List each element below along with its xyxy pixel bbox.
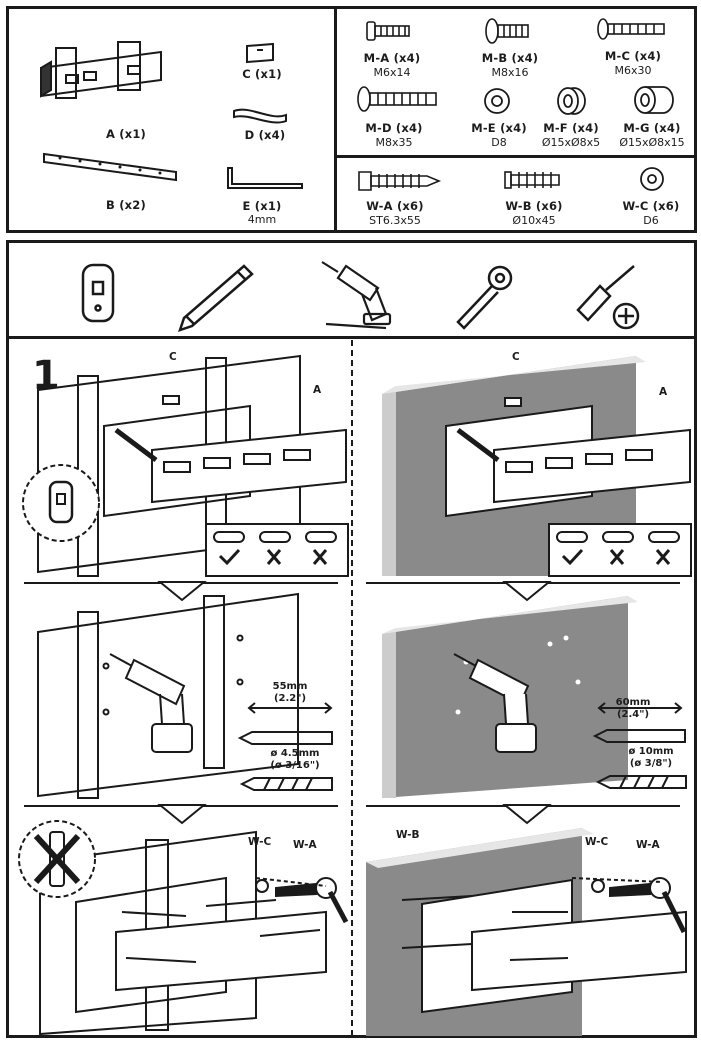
washer-m-e-icon: [484, 88, 510, 114]
part-e-label: E (x1): [242, 199, 282, 213]
label-a: A: [659, 386, 668, 398]
label-c: C: [512, 351, 520, 363]
screw-w-a-icon: [358, 171, 442, 191]
concrete-wall-mount-illustration: [382, 356, 691, 576]
tools-divider: [8, 336, 695, 339]
screw-m-d-label: M-D (x4): [365, 121, 423, 135]
screw-w-a-spec: ST6.3x55: [369, 214, 421, 227]
label-c: C: [169, 351, 177, 363]
wood-bit-size: ø 4.5mm(ø 3/16"): [270, 748, 320, 771]
no-anchor-icon: [18, 820, 96, 898]
screw-m-c-spec: M6x30: [614, 64, 652, 77]
wood-wall-mount-illustration: [37, 354, 347, 577]
part-b-illustration: [43, 152, 177, 182]
part-b-label: B (x2): [106, 198, 146, 212]
washer-m-e-label: M-E (x4): [471, 121, 527, 135]
divider: [336, 155, 696, 158]
anchor-w-b-label: W-B (x6): [505, 199, 563, 213]
concrete-spacing: 60mm(2.4"): [615, 697, 651, 720]
arrow-down-icon: [502, 804, 552, 825]
washer-w-c-label: W-C (x6): [622, 199, 680, 213]
wood-drilling-illustration: [37, 592, 299, 799]
pencil-mark-icon: [592, 729, 686, 743]
label-w-b: W-B: [396, 829, 420, 841]
spacer-m-g-label: M-G (x4): [623, 121, 681, 135]
screw-m-d-icon: [357, 86, 437, 112]
part-d-label: D (x4): [244, 128, 286, 142]
wood-spacing: 55mm(2.2"): [272, 681, 308, 704]
washer-w-c-spec: D6: [643, 214, 659, 227]
label-a: A: [313, 384, 322, 396]
pencil-icon: [178, 264, 254, 332]
spacer-m-f-icon: [557, 87, 586, 115]
drill-bit-icon: [595, 775, 687, 789]
double-arrow-icon: [597, 702, 683, 714]
screw-m-b-icon: [485, 18, 529, 44]
drill-icon: [321, 261, 392, 330]
washer-w-c-icon: [640, 167, 664, 191]
part-a-label: A (x1): [105, 127, 147, 141]
phillips-screwdriver-icon: [576, 265, 640, 330]
screw-w-a-label: W-A (x6): [366, 199, 424, 213]
concrete-bit-size: ø 10mm(ø 3/8"): [628, 746, 674, 769]
label-w-a: W-A: [636, 839, 660, 851]
spacer-m-f-spec: Ø15xØ8x5: [541, 136, 601, 149]
label-w-a: W-A: [293, 839, 317, 851]
screw-m-c-icon: [597, 18, 665, 40]
part-e-illustration: [227, 167, 303, 189]
anchor-w-b-spec: Ø10x45: [512, 214, 556, 227]
stud-finder-inset: [22, 464, 100, 542]
screw-m-b-label: M-B (x4): [481, 51, 539, 65]
label-w-c: W-C: [248, 836, 272, 848]
parts-panel-right: [334, 6, 697, 233]
screw-m-d-spec: M8x35: [375, 136, 413, 149]
wood-fastening-illustration: [39, 830, 327, 1036]
part-c-label: C (x1): [242, 67, 282, 81]
screw-m-a-spec: M6x14: [373, 66, 411, 79]
slot-choice-icons: [213, 531, 337, 566]
screw-m-a-icon: [366, 21, 410, 41]
spacer-m-f-label: M-F (x4): [543, 121, 599, 135]
arrow-down-icon: [502, 581, 552, 602]
screw-and-washer-icon: [591, 877, 687, 934]
double-arrow-icon: [247, 702, 333, 714]
concrete-fastening-illustration: [366, 828, 687, 1036]
part-e-spec: 4mm: [247, 213, 277, 226]
screw-m-a-label: M-A (x4): [363, 51, 421, 65]
label-w-c: W-C: [585, 836, 609, 848]
step-panel: [6, 240, 697, 1038]
slot-choice-icons: [556, 531, 680, 566]
pencil-mark-icon: [237, 731, 333, 745]
screw-m-b-spec: M8x16: [491, 66, 529, 79]
washer-m-e-spec: D8: [491, 136, 507, 149]
center-divider: [351, 340, 353, 1036]
screw-m-c-label: M-C (x4): [604, 49, 662, 63]
socket-wrench-icon: [456, 265, 513, 330]
arrow-down-icon: [157, 804, 207, 825]
part-a-illustration: [40, 41, 162, 99]
drill-bit-icon: [239, 777, 333, 791]
stud-finder-icon: [81, 263, 115, 323]
anchor-w-b-icon: [504, 171, 560, 189]
spacer-m-g-spec: Ø15xØ8x15: [619, 136, 685, 149]
screw-and-washer-icon: [255, 877, 349, 924]
arrow-down-icon: [157, 581, 207, 602]
part-c-illustration: [246, 42, 274, 64]
part-d-illustration: [233, 108, 287, 124]
concrete-drilling-illustration: [382, 596, 638, 798]
spacer-m-g-icon: [634, 86, 674, 114]
